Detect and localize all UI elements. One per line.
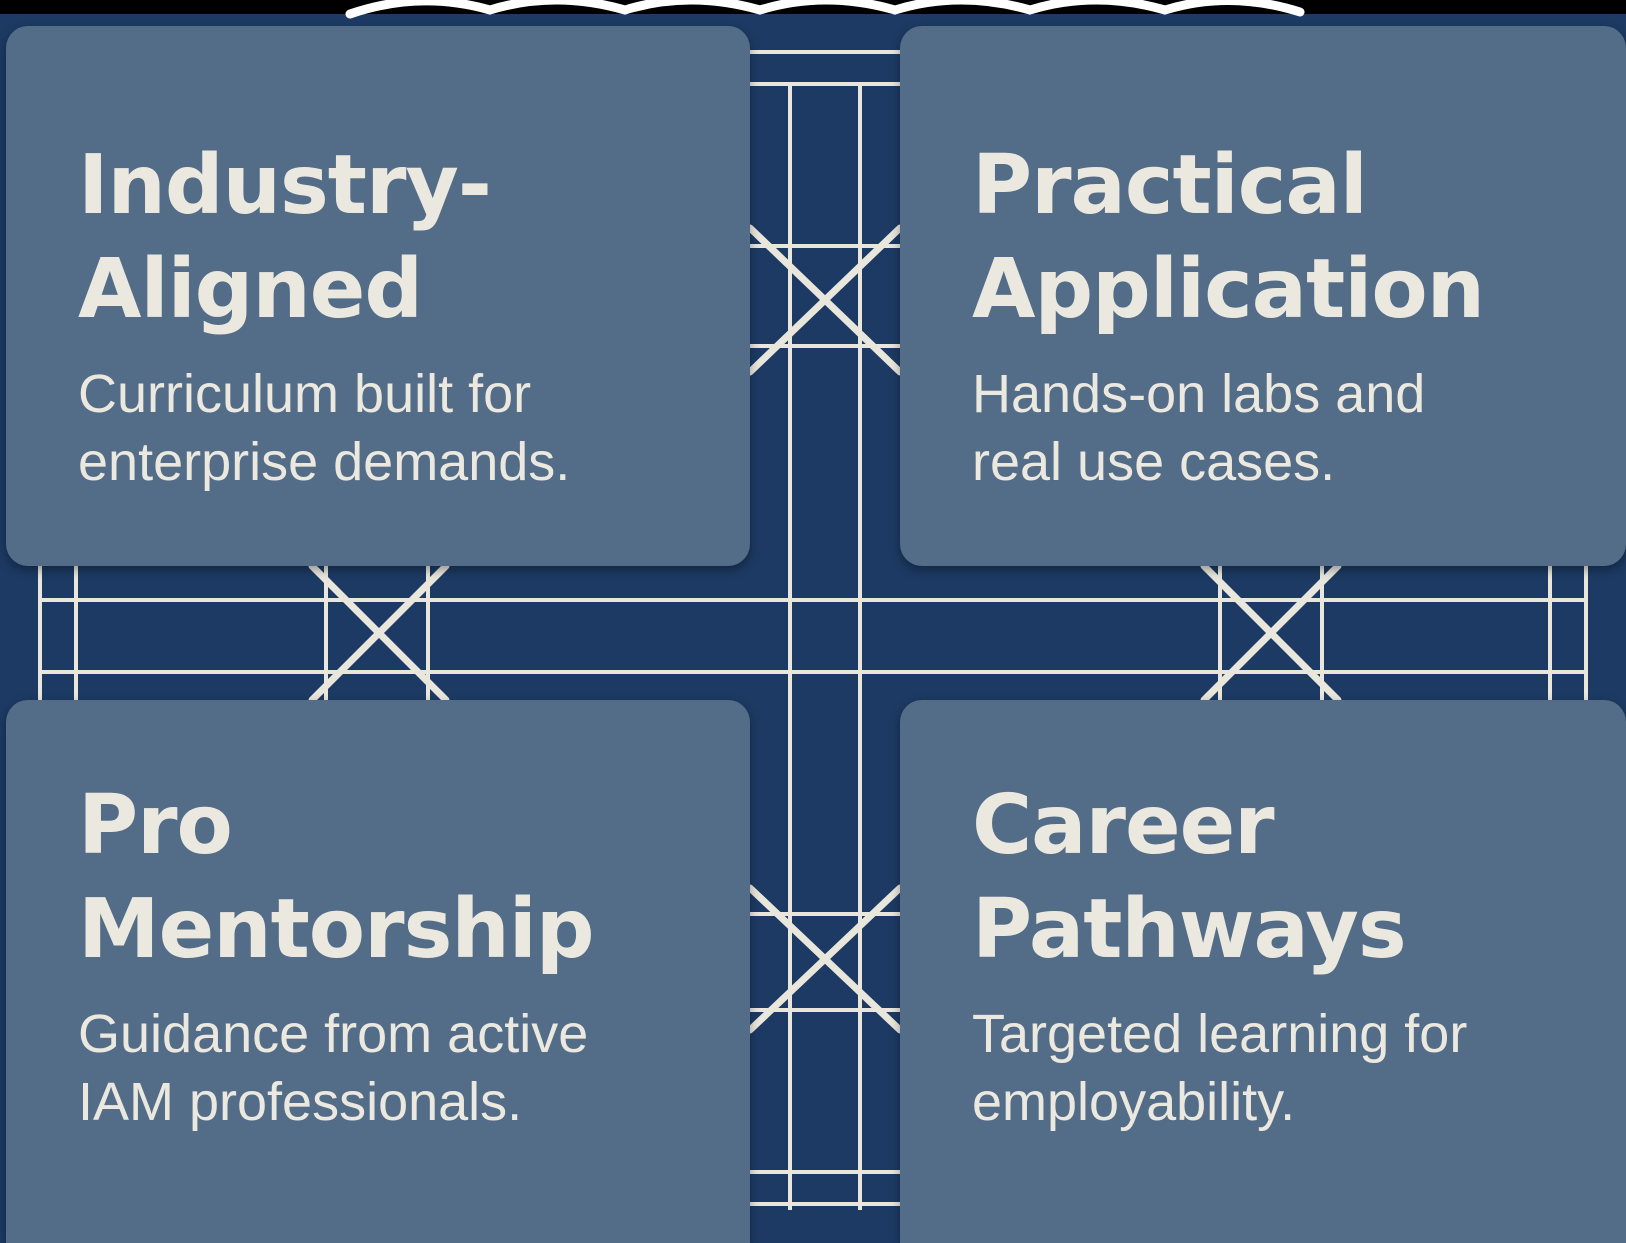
card-title: Practical Application [972, 134, 1626, 342]
card-description-line: enterprise demands. [78, 432, 571, 492]
card-title-line: Application [972, 242, 1485, 337]
card-description-line: Guidance from active [78, 1004, 589, 1064]
card-description: Curriculum built for enterprise demands. [78, 360, 750, 496]
card-title-line: Pathways [972, 882, 1407, 977]
card-description: Hands-on labs and real use cases. [972, 360, 1626, 496]
feature-card-practical-application: Practical Application Hands-on labs and … [900, 26, 1626, 566]
card-title: Pro Mentorship [78, 774, 750, 982]
card-description-line: Curriculum built for [78, 364, 532, 424]
card-description-line: employability. [972, 1072, 1296, 1132]
card-title: Career Pathways [972, 774, 1626, 982]
card-description-line: real use cases. [972, 432, 1336, 492]
card-title-line: Pro [78, 778, 233, 873]
card-description: Guidance from active IAM professionals. [78, 1000, 750, 1136]
feature-card-pro-mentorship: Pro Mentorship Guidance from active IAM … [6, 700, 750, 1243]
feature-card-industry-aligned: Industry- Aligned Curriculum built for e… [6, 26, 750, 566]
card-title: Industry- Aligned [78, 134, 750, 342]
wavy-top-edge-decoration [345, 0, 1305, 19]
feature-card-career-pathways: Career Pathways Targeted learning for em… [900, 700, 1626, 1243]
card-description-line: IAM professionals. [78, 1072, 523, 1132]
card-title-line: Career [972, 778, 1275, 873]
card-description-line: Hands-on labs and [972, 364, 1426, 424]
card-description-line: Targeted learning for [972, 1004, 1468, 1064]
card-title-line: Aligned [78, 242, 423, 337]
card-title-line: Mentorship [78, 882, 595, 977]
card-description: Targeted learning for employability. [972, 1000, 1626, 1136]
card-title-line: Practical [972, 138, 1368, 233]
card-title-line: Industry- [78, 138, 492, 233]
